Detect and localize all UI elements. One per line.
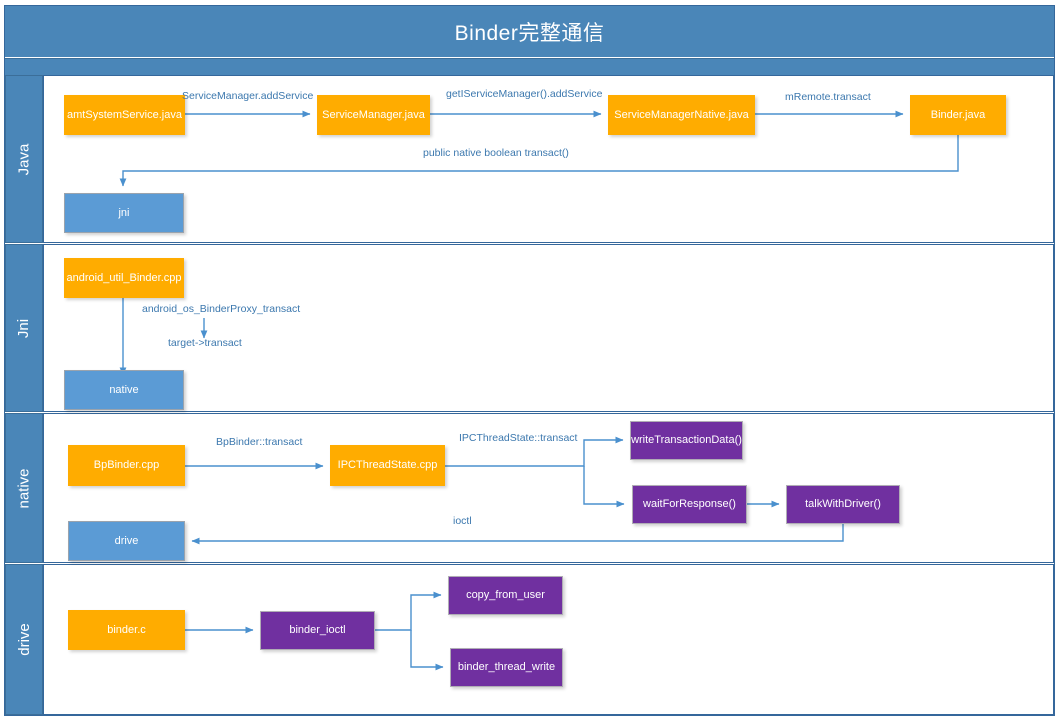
edge-label-public-native-boolean-transact: public native boolean transact() — [423, 147, 569, 159]
node-service-manager-native[interactable]: ServiceManagerNative.java — [608, 95, 755, 135]
node-label: copy_from_user — [466, 589, 545, 602]
node-label: waitForResponse() — [643, 498, 736, 511]
node-binder-ioctl[interactable]: binder_ioctl — [260, 611, 375, 650]
node-label: android_util_Binder.cpp — [66, 271, 182, 284]
edge-label-m-remote-transact: mRemote.transact — [785, 91, 871, 103]
swimlane-header-drive: drive — [5, 564, 43, 715]
node-label: binder_ioctl — [289, 624, 346, 637]
edge-label-service-manager-add-service: ServiceManager.addService — [182, 90, 314, 102]
page-title: Binder完整通信 — [454, 21, 605, 45]
node-amt-system-service[interactable]: amtSystemService.java — [64, 95, 185, 135]
node-native[interactable]: native — [64, 370, 184, 410]
node-jni[interactable]: jni — [64, 193, 184, 233]
node-label: drive — [114, 534, 139, 547]
node-label: jni — [118, 206, 130, 219]
title-sub-bar — [5, 58, 1054, 75]
diagram-title-bar: Binder完整通信 — [5, 6, 1054, 57]
node-label: BpBinder.cpp — [93, 459, 160, 472]
node-label: writeTransactionData() — [631, 434, 742, 447]
node-binder-thread-write[interactable]: binder_thread_write — [450, 648, 563, 687]
swimlane-header-java: Java — [5, 75, 43, 243]
swimlane-label-java: Java — [15, 143, 33, 175]
node-label: IPCThreadState.cpp — [337, 459, 438, 472]
node-label: native — [109, 383, 139, 396]
node-label: Binder.java — [930, 108, 986, 121]
node-binder-java[interactable]: Binder.java — [910, 95, 1006, 135]
node-ipcthreadstate-cpp[interactable]: IPCThreadState.cpp — [330, 445, 445, 486]
node-label: binder.c — [107, 623, 146, 636]
swimlane-jni: Jni — [5, 244, 1054, 412]
edge-label-get-service-manager-add-service: getIServiceManager().addService — [446, 88, 603, 100]
swimlane-body-drive — [43, 564, 1054, 715]
node-label: talkWithDriver() — [805, 498, 881, 511]
edge-label-android-os-binderproxy-transact: android_os_BinderProxy_transact — [142, 303, 301, 315]
swimlane-body-jni — [43, 244, 1054, 412]
node-talk-with-driver[interactable]: talkWithDriver() — [786, 485, 900, 524]
swimlane-label-native: native — [15, 467, 33, 509]
node-wait-for-response[interactable]: waitForResponse() — [632, 485, 747, 524]
edge-label-ioctl: ioctl — [453, 515, 472, 527]
node-bpbinder-cpp[interactable]: BpBinder.cpp — [68, 445, 185, 486]
node-service-manager[interactable]: ServiceManager.java — [317, 95, 430, 135]
edge-label-ipcthreadstate-transact: IPCThreadState::transact — [459, 432, 578, 444]
node-write-transaction-data[interactable]: writeTransactionData() — [630, 421, 743, 460]
node-binder-c[interactable]: binder.c — [68, 610, 185, 650]
node-label: amtSystemService.java — [67, 108, 182, 121]
swimlane-header-native: native — [5, 413, 43, 563]
swimlane-label-jni: Jni — [15, 318, 33, 338]
swimlane-drive: drive — [5, 564, 1054, 715]
edge-label-bpbinder-transact: BpBinder::transact — [216, 436, 303, 448]
swimlane-label-drive: drive — [15, 623, 33, 656]
node-label: ServiceManagerNative.java — [614, 108, 749, 121]
edge-label-target-transact: target->transact — [168, 337, 242, 349]
node-label: ServiceManager.java — [322, 108, 425, 121]
node-android-util-binder[interactable]: android_util_Binder.cpp — [64, 258, 184, 298]
swimlane-header-jni: Jni — [5, 244, 43, 412]
node-label: binder_thread_write — [457, 661, 556, 674]
node-copy-from-user[interactable]: copy_from_user — [448, 576, 563, 615]
node-drive[interactable]: drive — [68, 521, 185, 561]
